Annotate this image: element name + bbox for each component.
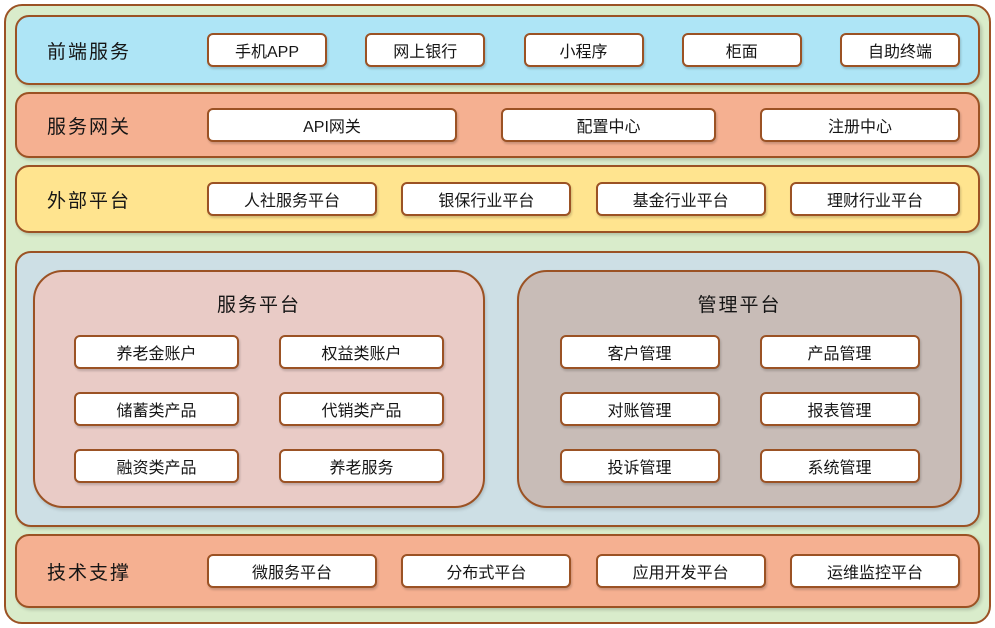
band-external-items: 人社服务平台 银保行业平台 基金行业平台 理财行业平台 <box>207 182 960 216</box>
band-gateway-label: 服务网关 <box>47 116 132 138</box>
band-support-label: 技术支撑 <box>47 562 132 584</box>
service-platform-panel: 服务平台 养老金账户 权益类账户 储蓄类产品 代销类产品 融资类产品 养老服务 <box>33 270 485 508</box>
box-counter: 柜面 <box>681 33 802 67</box>
box-ops-monitoring-platform: 运维监控平台 <box>789 554 960 588</box>
service-platform-title: 服务平台 <box>216 295 301 316</box>
band-tech-support: 技术支撑 微服务平台 分布式平台 应用开发平台 运维监控平台 <box>15 534 980 608</box>
box-online-banking: 网上银行 <box>365 33 486 67</box>
box-wealth-industry-platform: 理财行业平台 <box>789 182 960 216</box>
band-service-gateway: 服务网关 API网关 配置中心 注册中心 <box>15 92 980 158</box>
management-platform-title: 管理平台 <box>697 295 782 316</box>
box-distributed-platform: 分布式平台 <box>401 554 572 588</box>
band-external-platforms: 外部平台 人社服务平台 银保行业平台 基金行业平台 理财行业平台 <box>15 165 980 233</box>
box-mini-program: 小程序 <box>523 33 644 67</box>
box-product-management: 产品管理 <box>759 335 920 369</box>
band-frontend-services: 前端服务 手机APP 网上银行 小程序 柜面 自助终端 <box>15 15 980 85</box>
box-microservice-platform: 微服务平台 <box>207 554 377 588</box>
box-system-management: 系统管理 <box>759 449 920 483</box>
box-report-management: 报表管理 <box>759 392 920 426</box>
band-support-items: 微服务平台 分布式平台 应用开发平台 运维监控平台 <box>207 554 960 588</box>
management-platform-panel: 管理平台 客户管理 产品管理 对账管理 报表管理 投诉管理 系统管理 <box>517 270 962 508</box>
band-external-label: 外部平台 <box>47 190 132 212</box>
box-reconciliation-management: 对账管理 <box>559 392 720 426</box>
box-mobile-app: 手机APP <box>207 33 327 67</box>
box-financing-products: 融资类产品 <box>74 449 239 483</box>
core-platforms-container: 服务平台 养老金账户 权益类账户 储蓄类产品 代销类产品 融资类产品 养老服务 … <box>15 251 980 527</box>
box-social-security-platform: 人社服务平台 <box>207 182 377 216</box>
box-pension-services: 养老服务 <box>279 449 444 483</box>
service-platform-grid: 养老金账户 权益类账户 储蓄类产品 代销类产品 融资类产品 养老服务 <box>35 335 483 483</box>
architecture-diagram: 前端服务 手机APP 网上银行 小程序 柜面 自助终端 服务网关 API网关 配… <box>4 4 991 624</box>
box-app-dev-platform: 应用开发平台 <box>595 554 766 588</box>
box-customer-management: 客户管理 <box>559 335 720 369</box>
box-registry-center: 注册中心 <box>760 108 960 142</box>
box-savings-products: 储蓄类产品 <box>74 392 239 426</box>
box-consignment-products: 代销类产品 <box>279 392 444 426</box>
box-equity-account: 权益类账户 <box>279 335 444 369</box>
box-config-center: 配置中心 <box>501 108 716 142</box>
box-self-service-terminal: 自助终端 <box>840 33 960 67</box>
box-complaint-management: 投诉管理 <box>559 449 720 483</box>
band-gateway-items: API网关 配置中心 注册中心 <box>207 108 960 142</box>
band-frontend-items: 手机APP 网上银行 小程序 柜面 自助终端 <box>207 33 960 67</box>
box-fund-industry-platform: 基金行业平台 <box>595 182 766 216</box>
management-platform-grid: 客户管理 产品管理 对账管理 报表管理 投诉管理 系统管理 <box>519 335 960 483</box>
box-bancassurance-platform: 银保行业平台 <box>401 182 572 216</box>
band-frontend-label: 前端服务 <box>47 41 132 63</box>
box-api-gateway: API网关 <box>207 108 457 142</box>
box-pension-account: 养老金账户 <box>74 335 239 369</box>
